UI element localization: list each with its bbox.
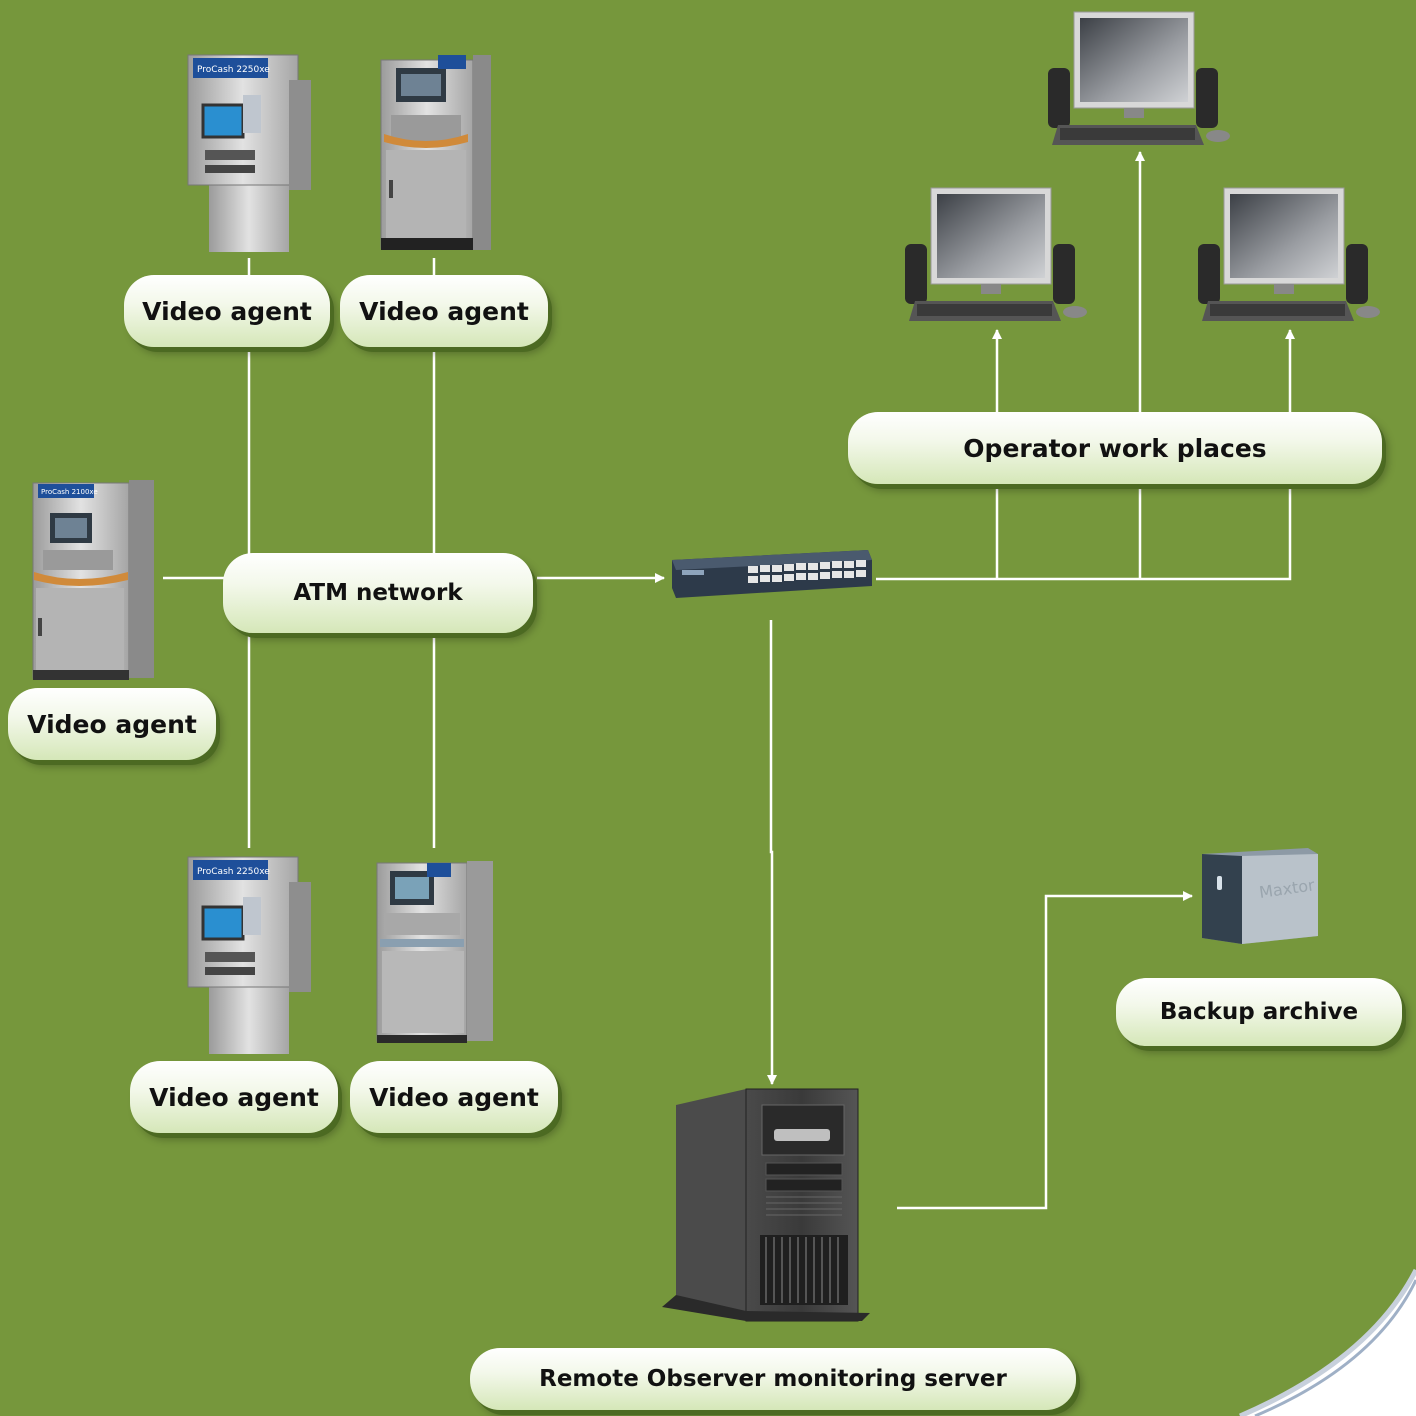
atm-icon: ProCash 2250xe: [187, 54, 311, 252]
atm-brand-text: ProCash 2250xe: [197, 65, 270, 75]
connector-server-to-backup: [897, 891, 1193, 1210]
atm-icon: ProCash 2250xe: [187, 856, 311, 1054]
network-switch-icon: [672, 550, 872, 598]
video-agent-label: Video agent: [8, 688, 216, 760]
video-agent-label: Video agent: [340, 275, 548, 347]
video-agent-label: Video agent: [124, 275, 330, 347]
workstation-icon: [1198, 187, 1380, 321]
atm-network-label: ATM network: [223, 553, 533, 633]
connector-switch-to-server: [767, 620, 777, 1085]
monitoring-server-label: Remote Observer monitoring server: [470, 1348, 1076, 1410]
operator-work-places-label: Operator work places: [848, 412, 1382, 484]
atm-icon: ProCash 2100xe: [32, 480, 154, 680]
connector-switch-to-operators: [876, 488, 1292, 581]
backup-archive-label: Backup archive: [1116, 978, 1402, 1046]
atm-brand-text: ProCash 2100xe: [41, 488, 98, 496]
video-agent-label: Video agent: [130, 1061, 338, 1133]
workstation-icon: [1048, 11, 1230, 145]
atm-icon: [376, 861, 493, 1043]
video-agent-label: Video agent: [350, 1061, 558, 1133]
page-curl-decoration: [1239, 1268, 1416, 1416]
external-drive-icon: Maxtor: [1202, 848, 1318, 944]
atm-brand-text: ProCash 2250xe: [197, 867, 270, 877]
workstation-icon: [905, 187, 1087, 321]
atm-icon: [380, 55, 491, 250]
server-tower-icon: [662, 1088, 870, 1322]
